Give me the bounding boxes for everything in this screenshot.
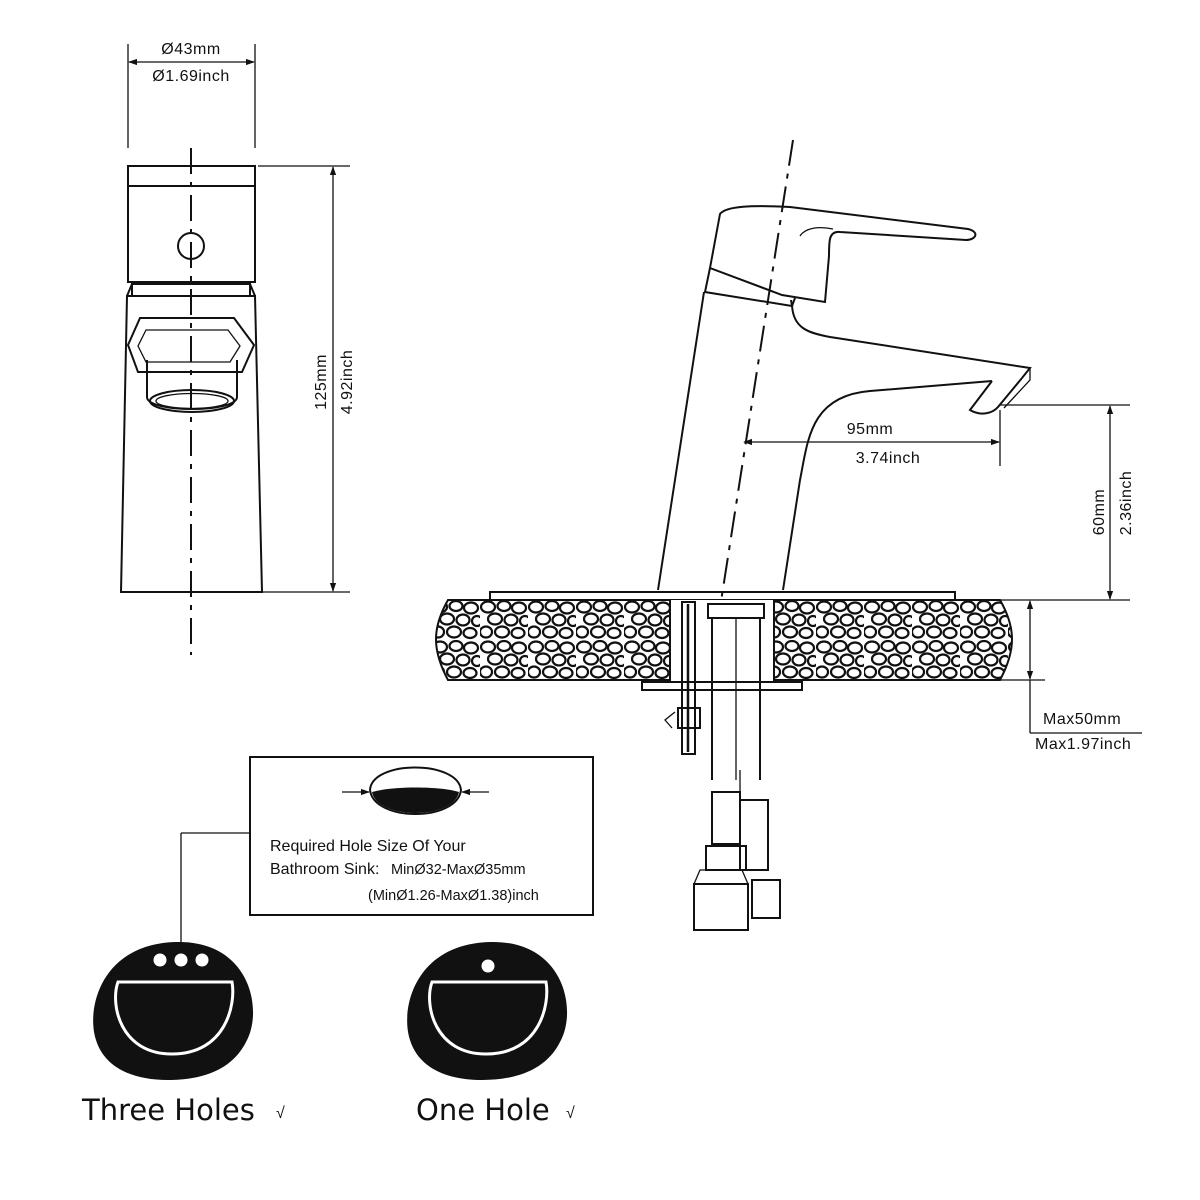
tap-hole-icon — [195, 953, 209, 967]
tap-hole-icon — [153, 953, 167, 967]
hole-size-icon — [342, 766, 489, 815]
hole-size-note: Required Hole Size Of Your Bathroom Sink… — [180, 756, 594, 943]
width-inch-label: Ø1.69inch — [152, 68, 229, 85]
sink-one-hole: One Hole √ — [407, 941, 575, 1127]
front-view: Ø43mm Ø1.69inch 125mm 4.92inch — [119, 41, 356, 655]
deck-max-mm-label: Max50mm — [1043, 711, 1121, 728]
lever-handle — [708, 205, 977, 304]
height-inch-label: 4.92inch — [339, 350, 356, 415]
hose-nut-right — [751, 879, 781, 919]
tap-hole-icon — [174, 953, 188, 967]
spout-height-mm-label: 60mm — [1091, 489, 1108, 535]
basin-outline — [428, 980, 549, 1056]
reach-inch-label: 3.74inch — [856, 450, 921, 467]
three-holes-check-icon: √ — [276, 1105, 285, 1122]
note-line-2-label: Bathroom Sink: — [270, 861, 379, 878]
spout-height-inch-label: 2.36inch — [1118, 471, 1135, 536]
width-mm-label: Ø43mm — [161, 41, 220, 58]
one-hole-label: One Hole — [416, 1093, 550, 1127]
note-line-3: (MinØ1.26-MaxØ1.38)inch — [368, 888, 539, 904]
under-plate — [641, 681, 803, 691]
sink-three-holes: Three Holes √ — [81, 941, 285, 1127]
tap-hole-icon — [481, 959, 495, 973]
reach-mm-label: 95mm — [847, 421, 893, 438]
deck-max-inch-label: Max1.97inch — [1035, 736, 1131, 753]
faucet-body-side — [657, 291, 793, 591]
three-holes-label: Three Holes — [81, 1093, 255, 1127]
lock-nut — [677, 707, 701, 729]
side-view: 95mm 3.74inch 60mm 2.36inch Max50mm Max1… — [435, 139, 1142, 931]
height-mm-label: 125mm — [313, 354, 330, 410]
hose-nut-left — [693, 883, 749, 931]
note-line-1: Required Hole Size Of Your — [270, 838, 466, 855]
note-box — [249, 756, 594, 916]
basin-outline — [114, 980, 235, 1056]
note-line-2-value: MinØ32-MaxØ35mm — [391, 862, 526, 878]
spout — [791, 304, 1032, 379]
one-hole-check-icon: √ — [566, 1105, 575, 1122]
